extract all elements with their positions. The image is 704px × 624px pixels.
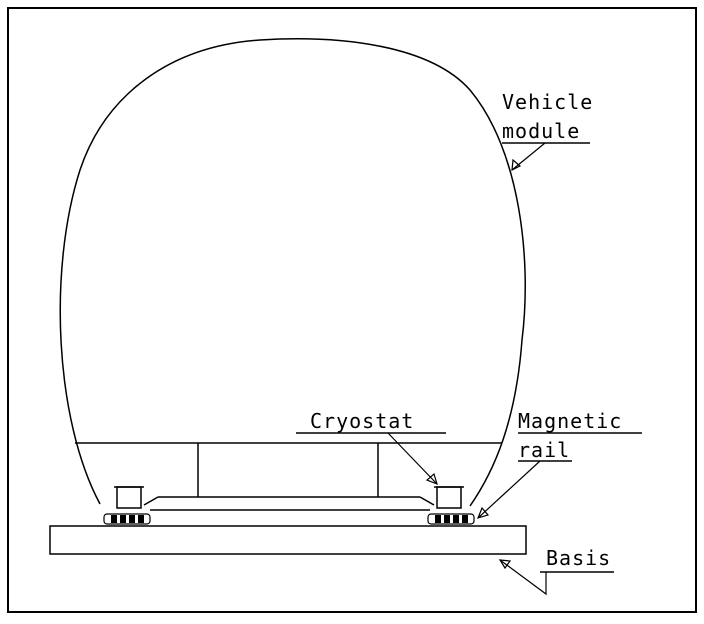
chassis-lower: [143, 496, 435, 511]
arrowhead-basis: [498, 559, 512, 570]
arrowhead-vehicle: [511, 158, 522, 172]
leader-magnetic: [477, 460, 541, 519]
leader-vehicle: [511, 142, 546, 171]
cryostat-left: [103, 486, 151, 525]
vehicle-module-outline: [59, 38, 526, 507]
label-basis: Basis: [546, 546, 611, 570]
frame-border: [7, 7, 697, 613]
label-vehicle-line2: module: [502, 119, 580, 143]
label-vehicle-line1: Vehicle: [502, 90, 593, 114]
label-cryostat: Cryostat: [310, 409, 414, 433]
arrowhead-magnetic: [476, 506, 490, 519]
cryostat-right: [427, 486, 475, 525]
basis-slab: [49, 525, 527, 555]
leader-cryostat: [387, 432, 438, 485]
center-compartment: [158, 443, 420, 498]
label-magnetic-line2: rail: [518, 438, 570, 462]
label-magnetic-line1: Magnetic: [518, 409, 622, 433]
arrowhead-cryostat: [425, 472, 438, 486]
leader-basis: [499, 559, 547, 596]
